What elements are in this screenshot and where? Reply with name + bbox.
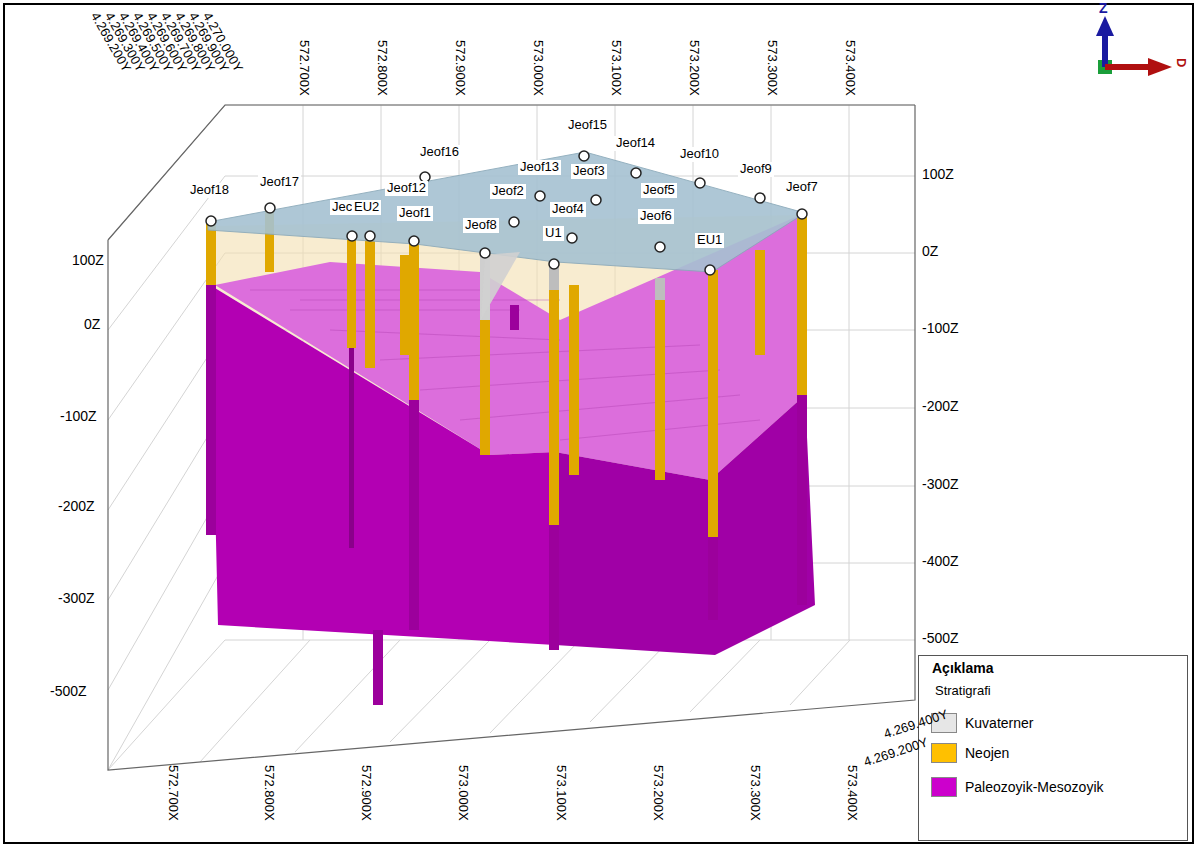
well-symbols (206, 151, 807, 275)
axis-tick: 573.300X (747, 765, 762, 821)
axis-tick: 573.200X (686, 40, 701, 96)
axis-box (108, 105, 915, 770)
paleozoic-right-face (555, 395, 815, 655)
well-label: Jeof13 (518, 160, 561, 175)
axis-tick: -300Z (922, 476, 959, 492)
legend-row: Paleozoyik-Mesozoyik (931, 777, 1104, 797)
axis-tick: -200Z (58, 498, 95, 514)
well-label: Jeof5 (641, 183, 677, 198)
axis-tick: -500Z (922, 630, 959, 646)
well-label: Jeof16 (418, 145, 461, 160)
well-label: Jec (330, 200, 354, 215)
axis-tick: 100Z (922, 166, 954, 182)
axis-tick: 0Z (922, 243, 938, 259)
axis-tick: 573.400X (842, 40, 857, 96)
axis-tick: 573.400X (844, 765, 859, 821)
axis-tick: 573.100X (553, 765, 568, 821)
compass (1096, 16, 1172, 76)
well-label: Jeof12 (385, 181, 428, 196)
axis-tick: 572.800X (261, 765, 276, 821)
grid (108, 105, 915, 770)
axis-tick: -500Z (50, 683, 87, 699)
axis-tick: 572.900X (452, 40, 467, 96)
well-label: Jeof10 (678, 147, 721, 162)
axis-tick: 572.700X (296, 40, 311, 96)
compass-letter: D (1173, 58, 1188, 67)
well-label: Jeof1 (397, 206, 433, 221)
well-label: Jeof15 (566, 118, 609, 133)
well-label: Jeof6 (638, 209, 674, 224)
quaternary-wedge (481, 252, 520, 320)
axis-tick: 0Z (84, 316, 100, 332)
axis-tick: 573.000X (530, 40, 545, 96)
well-label: Jeof17 (258, 175, 301, 190)
well-label: EU1 (695, 233, 724, 248)
well-label: U1 (543, 226, 564, 241)
well-label: Jeof8 (463, 218, 499, 233)
legend-text: Paleozoyik-Mesozoyik (965, 779, 1104, 795)
compass-letter: Z (1099, 0, 1108, 16)
legend-swatch (931, 743, 957, 763)
well-label: Jeof14 (614, 136, 657, 151)
well-label: Jeof3 (571, 164, 607, 179)
axis-tick: -200Z (922, 398, 959, 414)
well-label: Jeof9 (738, 162, 774, 177)
axis-tick: -300Z (58, 590, 95, 606)
legend-text: Neojen (965, 745, 1009, 761)
well-label: EU2 (352, 200, 381, 215)
axis-tick: 100Z (72, 252, 104, 268)
axis-tick: 573.100X (608, 40, 623, 96)
legend-subtitle: Stratigrafi (935, 684, 991, 699)
paleozoic-front-face (210, 285, 555, 645)
legend-title: Açıklama (932, 660, 993, 676)
axis-tick: 572.700X (165, 765, 180, 821)
well-label: Jeof4 (550, 202, 586, 217)
axis-tick: 573.000X (455, 765, 470, 821)
axis-tick: 573.300X (764, 40, 779, 96)
legend-row: Neojen (931, 743, 1009, 763)
axis-tick: 573.200X (650, 765, 665, 821)
axis-tick: -100Z (60, 408, 97, 424)
legend-swatch (931, 777, 957, 797)
axis-tick: -100Z (922, 320, 959, 336)
axis-tick: 572.900X (358, 765, 373, 821)
well-label: Jeof7 (784, 180, 820, 195)
legend-text: Kuvaterner (965, 715, 1033, 731)
well-label: Jeof2 (490, 184, 526, 199)
well-label: Jeof18 (188, 183, 231, 198)
legend-box: KuvaternerNeojenPaleozoyik-Mesozoyik (918, 655, 1188, 841)
boreholes (206, 208, 807, 705)
axis-tick: -400Z (922, 553, 959, 569)
axis-tick: 572.800X (374, 40, 389, 96)
